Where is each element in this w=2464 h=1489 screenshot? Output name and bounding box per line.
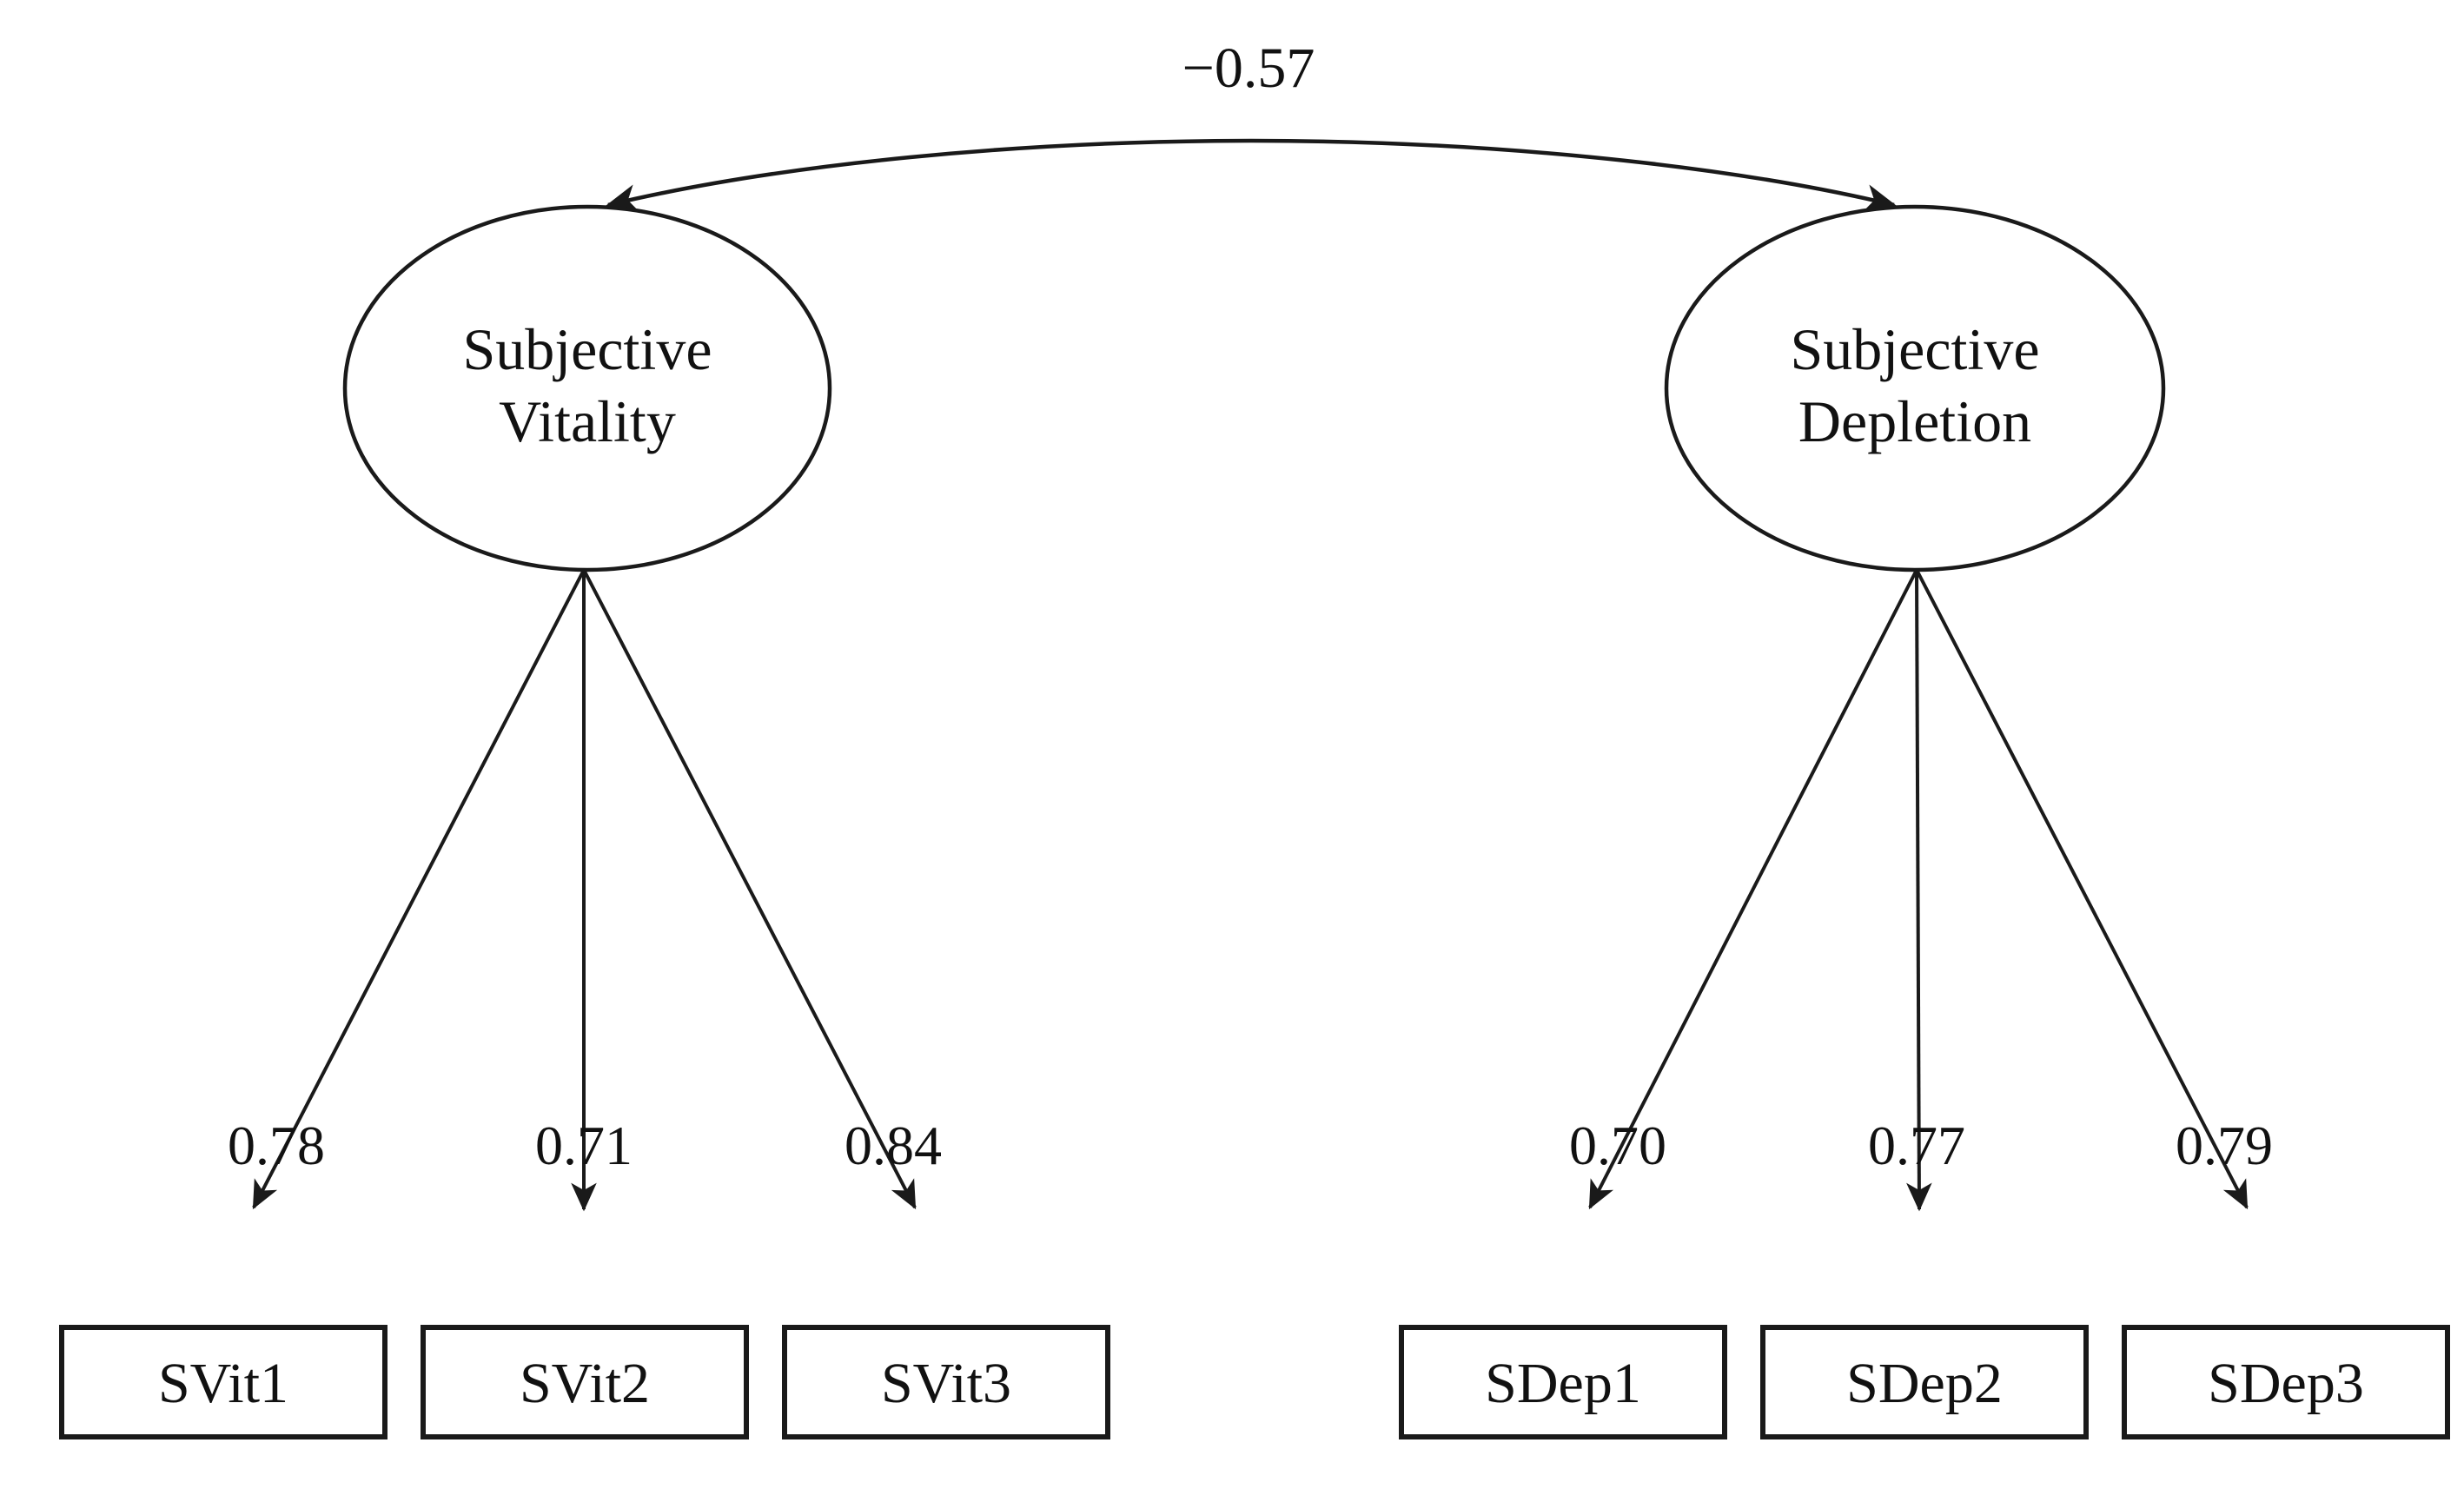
indicator-label-svit2: SVit2 [520, 1352, 650, 1415]
latent-factor-subjective-depletion[interactable]: Subjective Depletion [1664, 204, 2166, 572]
latent-label-depletion-line2: Depletion [1798, 388, 2031, 454]
loading-path-sdep3 [1915, 569, 2249, 1210]
latent-ellipse-vitality[interactable] [342, 204, 832, 572]
loading-path-sdep2 [1906, 569, 1932, 1212]
indicator-box-sdep1[interactable]: SDep1 [1399, 1325, 1727, 1439]
indicator-rect-svit2[interactable] [421, 1325, 749, 1439]
loading-path-svit3 [582, 569, 917, 1210]
correlation-coefficient-label: −0.57 [1182, 36, 1315, 100]
indicator-label-sdep3: SDep3 [2208, 1352, 2364, 1415]
loading-label-sdep2: 0.77 [1868, 1115, 1965, 1176]
indicator-rect-sdep1[interactable] [1399, 1325, 1727, 1439]
latent-label-vitality-line1: Subjective [462, 316, 712, 382]
latent-ellipse-depletion[interactable] [1664, 204, 2166, 572]
indicator-rect-svit3[interactable] [782, 1325, 1110, 1439]
loading-path-sdep1 [1588, 569, 1918, 1210]
indicator-rect-svit1[interactable] [59, 1325, 387, 1439]
indicator-label-sdep2: SDep2 [1846, 1352, 2003, 1415]
indicator-box-sdep3[interactable]: SDep3 [2122, 1325, 2450, 1439]
loading-paths-depletion [1588, 569, 2249, 1212]
loading-label-sdep3: 0.79 [2176, 1115, 2273, 1176]
indicator-box-svit2[interactable]: SVit2 [421, 1325, 749, 1439]
indicator-label-svit3: SVit3 [881, 1352, 1011, 1415]
latent-label-depletion-line1: Subjective [1790, 316, 2039, 382]
correlation-arc-left-head [606, 138, 1252, 212]
correlation-arc-right-head [1250, 138, 1897, 212]
indicator-box-svit1[interactable]: SVit1 [59, 1325, 387, 1439]
loading-label-sdep1: 0.70 [1569, 1115, 1666, 1176]
indicator-label-svit1: SVit1 [158, 1352, 288, 1415]
indicator-box-sdep2[interactable]: SDep2 [1760, 1325, 2089, 1439]
loading-label-svit3: 0.84 [845, 1115, 942, 1176]
loading-path-svit1 [252, 569, 586, 1210]
latent-label-vitality-line2: Vitality [499, 388, 676, 454]
loading-label-svit1: 0.78 [228, 1115, 325, 1176]
loading-paths-vitality [252, 569, 917, 1212]
loading-label-svit2: 0.71 [535, 1115, 633, 1176]
indicator-rect-sdep3[interactable] [2122, 1325, 2450, 1439]
indicator-box-svit3[interactable]: SVit3 [782, 1325, 1110, 1439]
latent-factor-subjective-vitality[interactable]: Subjective Vitality [342, 204, 832, 572]
correlation-path [606, 138, 1897, 212]
indicator-label-sdep1: SDep1 [1485, 1352, 1641, 1415]
indicator-rect-sdep2[interactable] [1760, 1325, 2089, 1439]
